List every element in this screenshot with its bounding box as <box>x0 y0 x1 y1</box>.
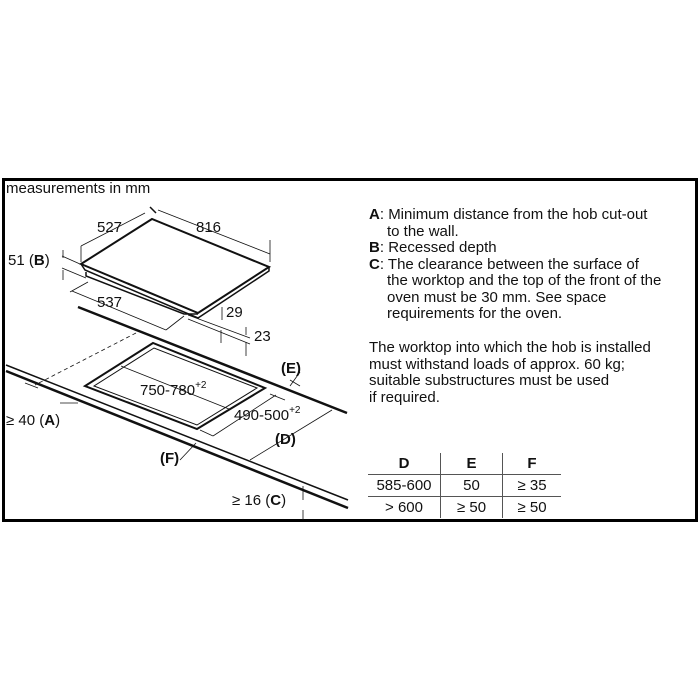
note-c: C: The clearance between the surface of … <box>369 255 662 322</box>
table-row: > 600 ≥ 50 ≥ 50 <box>368 496 561 518</box>
label-d: (D) <box>275 431 296 448</box>
hob-top <box>78 217 272 315</box>
worktop-back-edge <box>77 305 348 415</box>
dim-min-a: ≥ 40 (A) <box>6 412 60 429</box>
note-a: A: Minimum distance from the hob cut-out… <box>369 206 648 240</box>
legend-notes: A: Minimum distance from the hob cut-out… <box>369 206 694 323</box>
dim-29: 29 <box>226 304 243 321</box>
dim-527: 527 <box>97 219 122 236</box>
label-f: (F) <box>160 450 179 467</box>
measurements-caption: measurements in mm <box>6 180 150 197</box>
cutout-inner <box>92 347 259 426</box>
table-row: 585-600 50 ≥ 35 <box>368 474 561 497</box>
hob-side <box>80 263 270 319</box>
load-note: The worktop into which the hob is instal… <box>369 339 651 406</box>
cutout-outer <box>82 341 268 431</box>
worktop-front-edge-top <box>5 364 349 501</box>
dim-cutout-depth: 490-500+2 <box>234 405 301 424</box>
table-header: D E F <box>368 453 561 475</box>
dim-537: 537 <box>97 294 122 311</box>
clearance-table: D E F 585-600 50 ≥ 35 > 600 ≥ 50 ≥ 50 <box>368 453 561 518</box>
dim-23: 23 <box>254 328 271 345</box>
dim-816: 816 <box>196 219 221 236</box>
label-e: (E) <box>281 360 301 377</box>
worktop-front-edge-bottom <box>5 369 349 510</box>
note-b: B: Recessed depth <box>369 239 497 256</box>
dim-min-c: ≥ 16 (C) <box>232 492 286 509</box>
hob-base <box>85 272 198 315</box>
dim-cutout-width: 750-780+2 <box>140 380 207 399</box>
diagram-frame <box>2 178 698 522</box>
dim-51-b: 51 (B) <box>8 252 50 269</box>
